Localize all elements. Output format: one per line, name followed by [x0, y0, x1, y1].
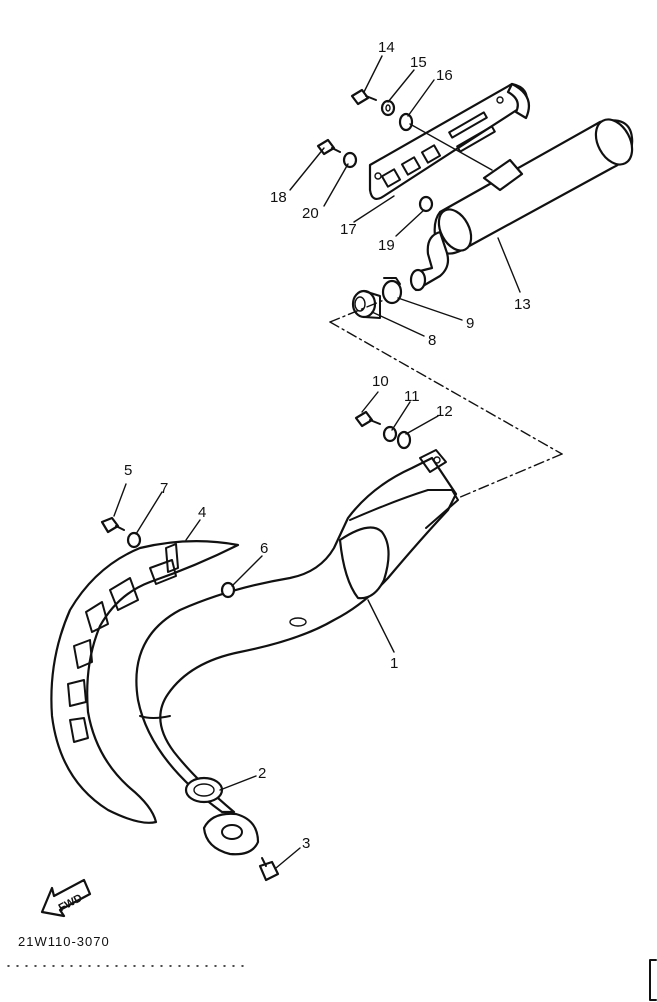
callout-13: 13 — [514, 296, 531, 313]
washer-7 — [126, 531, 142, 549]
muffler-13 — [409, 118, 634, 292]
damper-12 — [396, 430, 412, 450]
callout-9: 9 — [466, 315, 474, 332]
callout-16: 16 — [436, 67, 453, 84]
callout-6: 6 — [260, 540, 268, 557]
callout-19: 19 — [378, 237, 395, 254]
damper-6 — [220, 581, 236, 599]
diagram-code: 21W110-3070 — [18, 934, 110, 949]
callout-1: 1 — [390, 655, 398, 672]
washer-15 — [380, 99, 396, 117]
callout-11: 11 — [404, 388, 420, 405]
bolt-14 — [350, 88, 377, 106]
callout-4: 4 — [198, 504, 206, 521]
bolt-3 — [258, 857, 280, 882]
callout-7: 7 — [160, 480, 168, 497]
callout-5: 5 — [124, 462, 132, 479]
callout-15: 15 — [410, 54, 427, 71]
callout-18: 18 — [270, 189, 287, 206]
damper-16 — [398, 112, 493, 171]
bolt-5 — [100, 516, 125, 534]
callout-12: 12 — [436, 403, 453, 420]
clamp-9 — [381, 277, 403, 305]
exhaust-pipe-1 — [135, 449, 459, 856]
washer-11 — [382, 425, 398, 443]
bolt-10 — [354, 410, 381, 428]
callout-20: 20 — [302, 205, 319, 222]
gasket-2 — [184, 776, 224, 804]
callout-2: 2 — [258, 765, 266, 782]
callout-14: 14 — [378, 39, 395, 56]
washer-20 — [342, 151, 358, 169]
callout-3: 3 — [302, 835, 310, 852]
callout-10: 10 — [372, 373, 389, 390]
damper-19 — [418, 195, 434, 213]
pipe-protector-4 — [50, 540, 240, 824]
callout-17: 17 — [340, 221, 357, 238]
fwd-arrow-icon: FWD — [40, 878, 92, 918]
callout-8: 8 — [428, 332, 436, 349]
